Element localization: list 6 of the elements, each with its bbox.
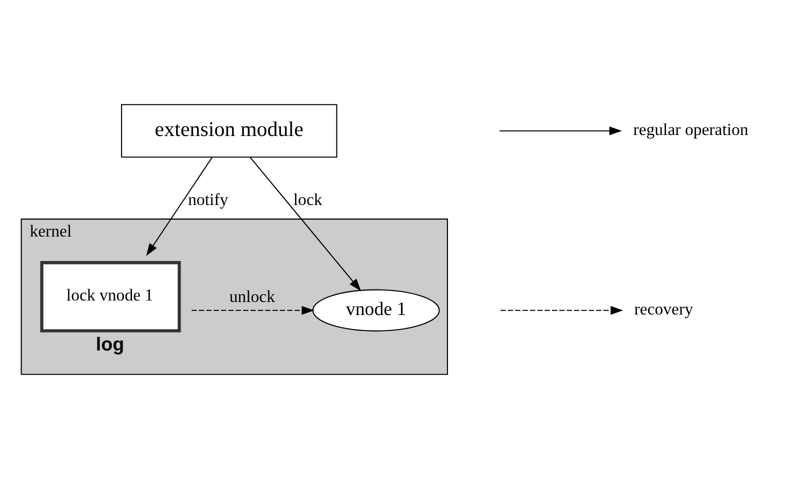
edge-label: notify: [188, 190, 228, 210]
node-label: log: [96, 334, 124, 356]
edge-label: lock: [293, 190, 322, 210]
edge-label: unlock: [229, 286, 276, 306]
legend-label: recovery: [634, 299, 693, 318]
legend-label: regular operation: [633, 120, 748, 139]
